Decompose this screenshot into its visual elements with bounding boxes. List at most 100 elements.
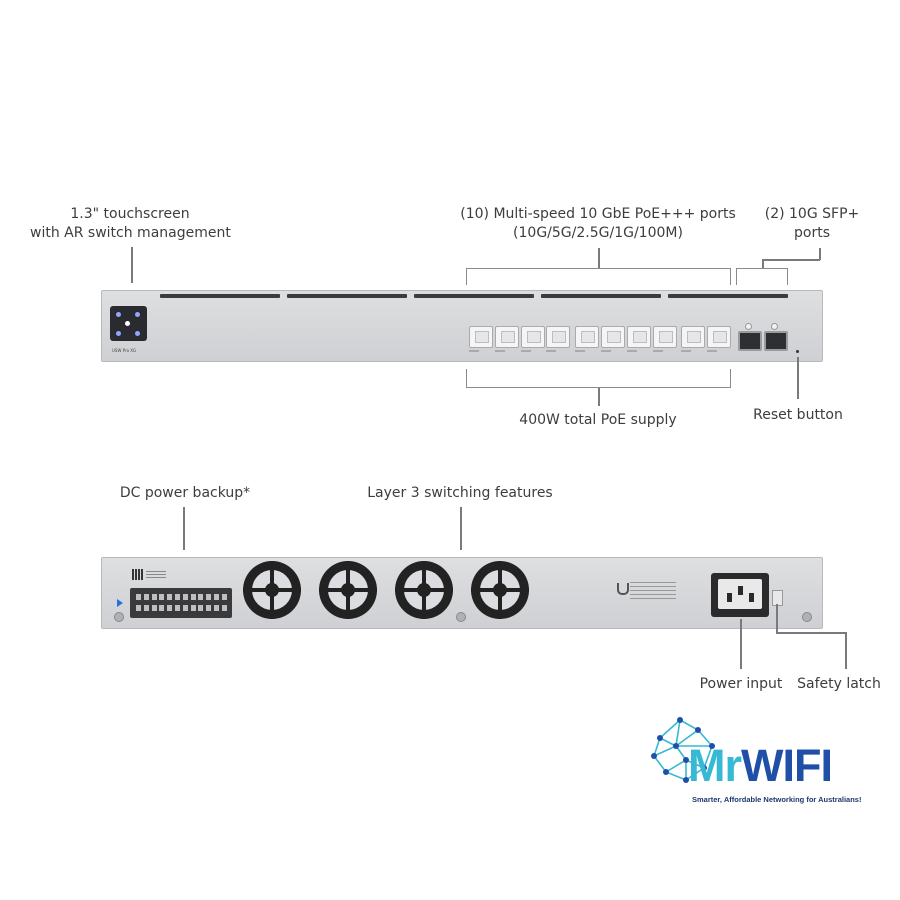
ethernet-port-icon[interactable] (707, 326, 732, 348)
dc-power-connector[interactable] (130, 588, 232, 618)
port-number-mark (520, 350, 531, 352)
touchscreen[interactable] (110, 306, 147, 341)
ethernet-port-icon[interactable] (601, 326, 625, 348)
ethernet-port-icon[interactable] (652, 326, 677, 348)
dc-pin-icon (198, 605, 204, 611)
qr-code-icon (132, 569, 143, 580)
poe-leader (598, 388, 600, 406)
sfp-top-bracket (736, 268, 788, 285)
ac-pin-icon (727, 593, 732, 602)
fan-icon (319, 561, 377, 619)
latch-leader-v (776, 604, 778, 633)
rear-spec-text (630, 582, 676, 602)
port-number-mark (681, 350, 692, 352)
dc-pin-icon (159, 605, 165, 611)
dc-pin-icon (190, 605, 196, 611)
model-label: USW Pro XG (112, 348, 137, 353)
power-input-callout: Power input (699, 676, 783, 692)
dc-pin-icon (143, 594, 149, 600)
touchscreen-leader (131, 247, 133, 283)
dc-pin-icon (167, 605, 173, 611)
brand-logo: MrWIFI (688, 740, 833, 791)
front-vent (414, 294, 534, 298)
brand-suffix: WIFI (741, 740, 833, 791)
dc-pin-icon (136, 594, 141, 600)
ports-callout: (10) Multi-speed 10 GbE PoE+++ ports (10… (460, 206, 736, 241)
sfp-led (771, 323, 778, 330)
ac-pin-icon (738, 586, 743, 595)
port-number-mark (469, 350, 479, 352)
dc-backup-leader (183, 507, 185, 550)
ethernet-port-icon[interactable] (626, 326, 651, 348)
ubiquiti-logo-icon (617, 583, 629, 595)
ethernet-port-icon[interactable] (469, 326, 493, 348)
ac-pin-icon (749, 593, 754, 602)
port-number-mark (652, 350, 663, 352)
dc-pin-icon (214, 594, 219, 600)
port-number-mark (494, 350, 505, 352)
dc-pin-icon (214, 605, 219, 611)
dc-pin-icon (206, 594, 212, 600)
latch-leader-v2 (845, 632, 847, 669)
dc-pin-icon (136, 605, 141, 611)
dc-pin-icon (198, 594, 204, 600)
ethernet-port-icon[interactable] (575, 326, 600, 348)
dc-pin-icon (151, 594, 157, 600)
sfp-leader-v2 (762, 259, 764, 268)
dc-pin-icon (167, 594, 173, 600)
ethernet-port-icon[interactable] (494, 326, 519, 348)
screw-icon (456, 612, 466, 622)
dc-pin-icon (175, 605, 180, 611)
dc-pin-icon (206, 605, 212, 611)
brand-tagline: Smarter, Affordable Networking for Austr… (692, 795, 862, 804)
sfp-callout: (2) 10G SFP+ ports (764, 206, 860, 241)
rear-label-text (146, 571, 166, 579)
front-vent (541, 294, 661, 298)
sfp-port-icon[interactable] (764, 331, 788, 351)
reset-leader (797, 357, 799, 399)
dc-pin-icon (159, 594, 165, 600)
dc-pin-icon (221, 605, 227, 611)
ethernet-port-icon[interactable] (520, 326, 545, 348)
port-number-mark (707, 350, 718, 352)
poe-supply-callout: 400W total PoE supply (519, 412, 677, 428)
safety-latch-callout: Safety latch (797, 676, 881, 692)
sfp-leader-v (819, 248, 821, 260)
poe-bottom-bracket (466, 369, 731, 388)
dc-pin-icon (221, 594, 227, 600)
ports-top-bracket (466, 268, 731, 285)
dc-pin-icon (151, 605, 157, 611)
port-number-mark (601, 350, 611, 352)
ports-leader (598, 248, 600, 268)
power-input-leader (740, 619, 742, 669)
sfp-led (745, 323, 752, 330)
sfp-port-icon[interactable] (738, 331, 762, 351)
port-number-mark (546, 350, 557, 352)
dc-indicator-icon (117, 599, 123, 607)
front-vent (668, 294, 788, 298)
ethernet-port-icon[interactable] (681, 326, 706, 348)
fan-icon (243, 561, 301, 619)
network-map-icon (651, 717, 715, 783)
dc-pin-icon (190, 594, 196, 600)
reset-callout: Reset button (753, 407, 843, 423)
fan-icon (471, 561, 529, 619)
reset-button[interactable] (796, 350, 799, 353)
sfp-leader-h (762, 259, 820, 261)
dc-pin-icon (175, 594, 180, 600)
latch-leader-h (776, 632, 846, 634)
touchscreen-callout: 1.3" touchscreen with AR switch manageme… (30, 206, 231, 241)
dc-pin-icon (182, 594, 188, 600)
layer3-leader (460, 507, 462, 550)
ethernet-port-icon[interactable] (546, 326, 571, 348)
front-vent (160, 294, 280, 298)
layer3-callout: Layer 3 switching features (367, 485, 553, 501)
dc-pin-icon (143, 605, 149, 611)
safety-latch[interactable] (772, 590, 783, 606)
dc-backup-callout: DC power backup* (119, 485, 251, 501)
port-number-mark (575, 350, 586, 352)
screw-icon (802, 612, 812, 622)
front-vent (287, 294, 407, 298)
port-number-mark (626, 350, 637, 352)
fan-icon (395, 561, 453, 619)
